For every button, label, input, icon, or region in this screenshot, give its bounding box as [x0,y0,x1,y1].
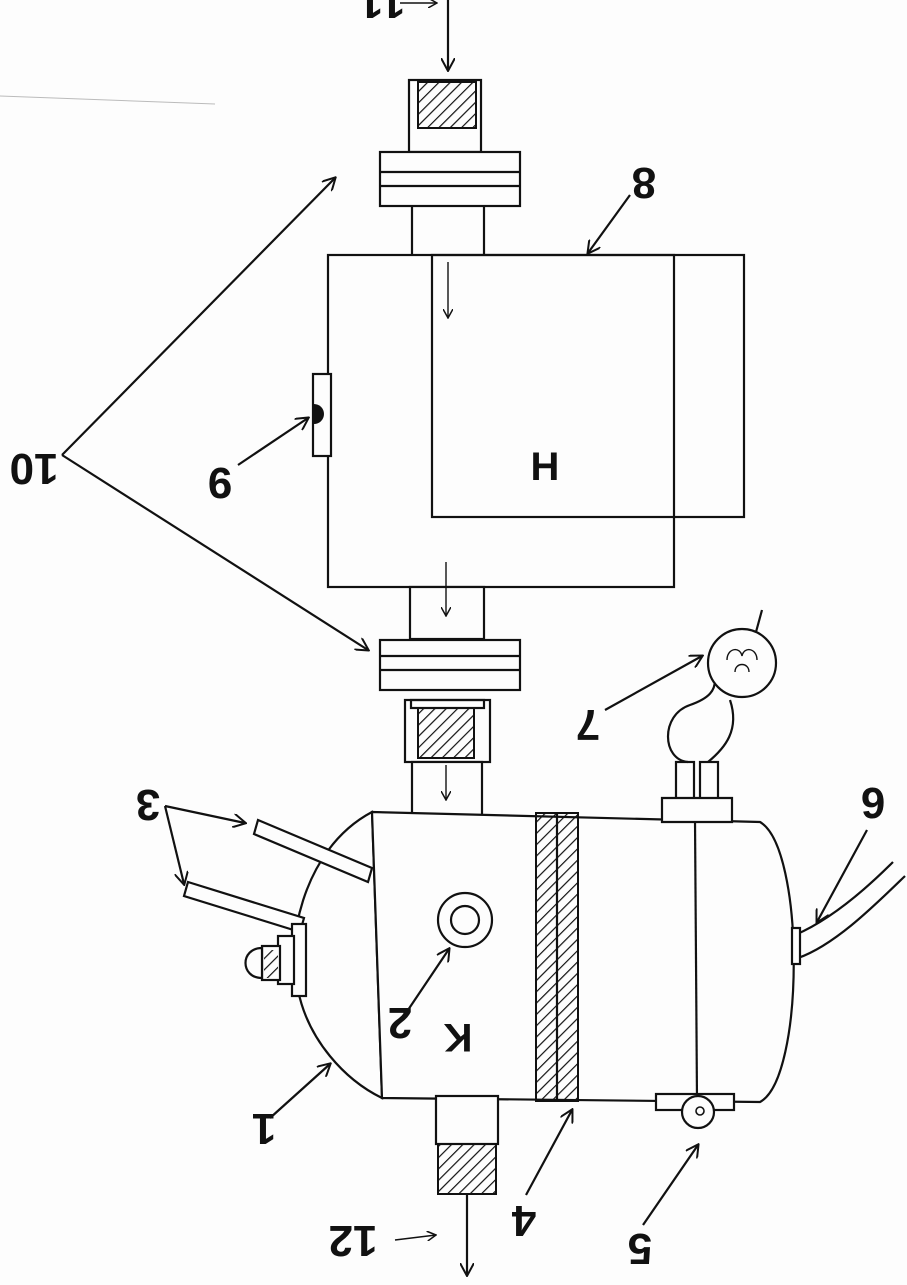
middle-pipe [408,562,486,641]
label-11: 11 [359,0,406,27]
label-6: 6 [861,778,885,827]
outlet-filter-block [437,1143,497,1195]
filter-cartridge [403,698,492,764]
compressor-body: K [292,760,795,1275]
label-9: 9 [208,458,232,507]
heater-label: H [531,445,560,489]
power-cable [790,861,906,966]
label-5: 5 [628,1224,652,1273]
mounting-bracket [654,1092,736,1130]
label-2: 2 [388,998,412,1047]
lamp-bulb [706,627,778,699]
scan-artifact [0,95,216,105]
callout-labels: 8 9 10 11 7 3 6 2 1 4 12 5 [10,0,886,1273]
label-1: 1 [252,1104,276,1153]
refrigerant-tubes [182,818,374,934]
compressor-outlet-pipe [434,1094,500,1146]
label-10: 10 [10,444,59,493]
heater-housing: H [326,253,746,589]
compressor-port [436,891,494,949]
label-7: 7 [576,700,600,749]
end-bolt [244,922,308,998]
inlet-filter-block [417,81,477,129]
label-12: 12 [329,1216,378,1265]
indicator-lamp [660,609,778,824]
label-8: 8 [632,158,656,207]
switch-knob [314,404,324,424]
compressor-label: K [443,1015,472,1059]
inlet-pipe-top [407,0,486,259]
label-3: 3 [136,780,160,829]
compressor-inlet-pipe [410,760,484,820]
top-flange [378,150,522,208]
bottom-flange [378,638,522,692]
thermostat-switch [311,372,333,458]
leader-arrows [61,3,868,1240]
label-4: 4 [511,1196,536,1245]
